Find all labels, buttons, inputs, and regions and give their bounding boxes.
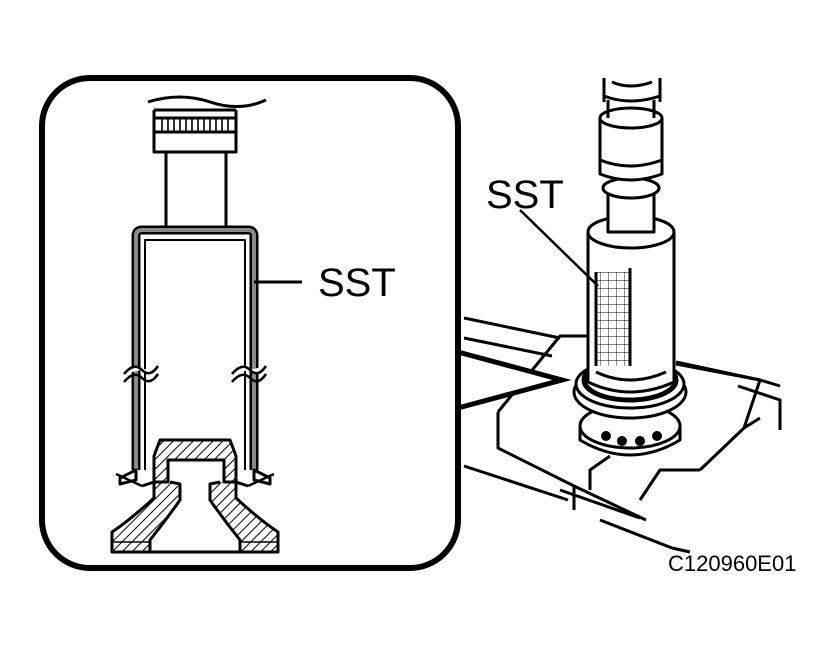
inset-part-section (110, 438, 280, 554)
inset-frame (39, 75, 461, 571)
inset-detail (39, 75, 461, 571)
sst-tool-sleeve (586, 214, 676, 394)
main-sst-label: SST (486, 173, 564, 217)
callout-pointer (457, 349, 572, 411)
right-scene (463, 78, 782, 554)
inset-sst-label: SST (318, 261, 396, 305)
inset-press-ram (147, 95, 267, 230)
figure-id: C120960E01 (668, 551, 796, 576)
sst-leader-line-right (519, 209, 599, 287)
press-bench (463, 316, 782, 554)
press-ram (598, 78, 664, 234)
inset-sst-sleeve (123, 225, 268, 470)
